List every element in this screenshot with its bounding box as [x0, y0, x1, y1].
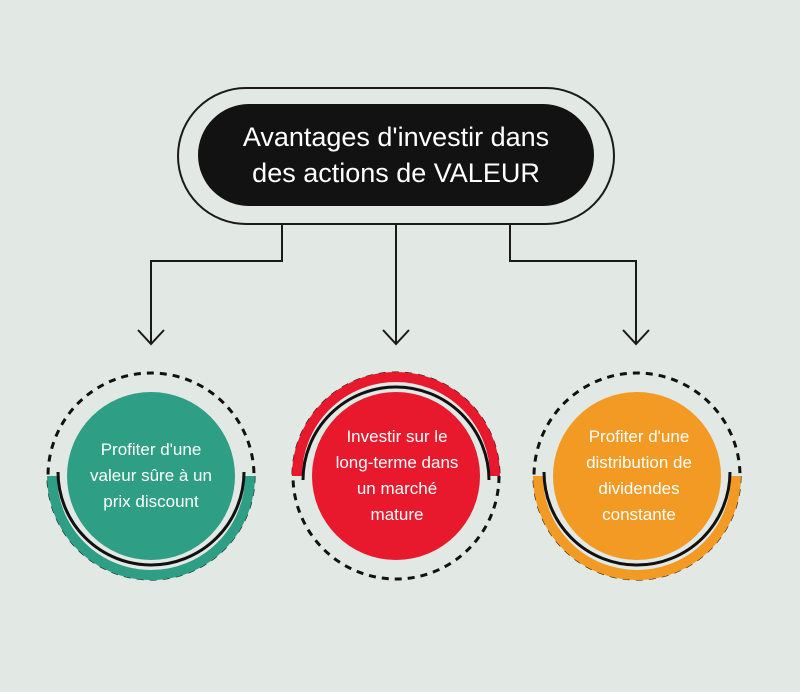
node-2-line-1: Investir sur le [346, 427, 448, 446]
node-2-circle [312, 392, 480, 560]
node-2-line-3: un marché [356, 479, 438, 498]
arrowhead-right [622, 329, 650, 346]
node-1-line-2: valeur sûre à un [90, 466, 212, 485]
node-1-graphic [46, 371, 256, 581]
connector-left [150, 224, 283, 344]
node-2-accent-arc [292, 372, 500, 477]
node-3-line-1: Profiter d'une [588, 427, 690, 446]
title-line-2: des actions de VALEUR [252, 158, 540, 188]
node-2-line-4: mature [370, 505, 424, 524]
connector-right [509, 224, 637, 344]
node-3-graphic [532, 371, 742, 581]
node-1-line-1: Profiter d'une [100, 440, 202, 459]
node-1-label: Profiter d'une valeur sûre à un prix dis… [67, 396, 235, 556]
node-2-graphic [291, 371, 501, 581]
node-3-line-4: constante [602, 505, 676, 524]
node-3-line-3: dividendes [598, 479, 680, 498]
node-3-line-2: distribution de [586, 453, 692, 472]
title-line-1: Avantages d'investir dans [242, 122, 550, 152]
node-3-accent-arc [533, 475, 741, 580]
node-3-circle [553, 392, 721, 560]
node-2-line-2: long-terme dans [335, 453, 459, 472]
node-2-label: Investir sur le long-terme dans un march… [313, 396, 481, 556]
arrowhead-middle [382, 329, 410, 346]
node-3-inner-arc [542, 471, 732, 567]
node-3-label: Profiter d'une distribution de dividende… [555, 396, 723, 556]
node-1-inner-arc [56, 471, 246, 567]
connectors [137, 224, 650, 346]
arrowhead-left [137, 329, 165, 346]
node-2-inner-arc [301, 385, 491, 481]
title-box: Avantages d'investir dans des actions de… [198, 104, 594, 206]
node-1-line-3: prix discount [103, 492, 199, 511]
node-1-accent-arc [47, 475, 255, 580]
node-1-circle [67, 392, 235, 560]
